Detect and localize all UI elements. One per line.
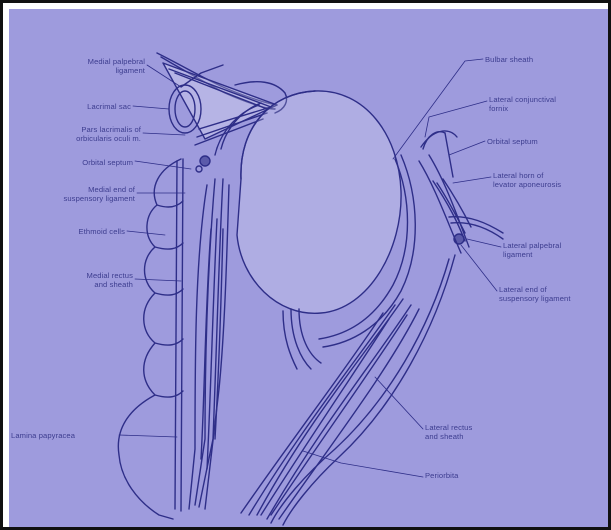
label-lacrimal-sac: Lacrimal sac bbox=[49, 102, 131, 111]
label-lamina-papyracea: Lamina papyracea bbox=[11, 431, 121, 440]
ethmoid-cells-outline bbox=[118, 159, 181, 519]
lateral-palpebral-ligament-node bbox=[454, 234, 464, 244]
orbit-anatomy-diagram bbox=[9, 9, 608, 527]
label-ethmoid-cells: Ethmoid cells bbox=[49, 227, 125, 236]
label-periorbita: Periorbita bbox=[425, 471, 515, 480]
label-bulbar-sheath: Bulbar sheath bbox=[485, 55, 581, 64]
label-orbital-septum-right: Orbital septum bbox=[487, 137, 587, 146]
optic-nerve-sheath bbox=[291, 309, 311, 369]
lateral-horn-levator bbox=[433, 181, 465, 241]
label-orbital-septum-left: Orbital septum bbox=[49, 158, 133, 167]
lamina-papyracea bbox=[175, 161, 177, 509]
globe bbox=[237, 91, 401, 313]
